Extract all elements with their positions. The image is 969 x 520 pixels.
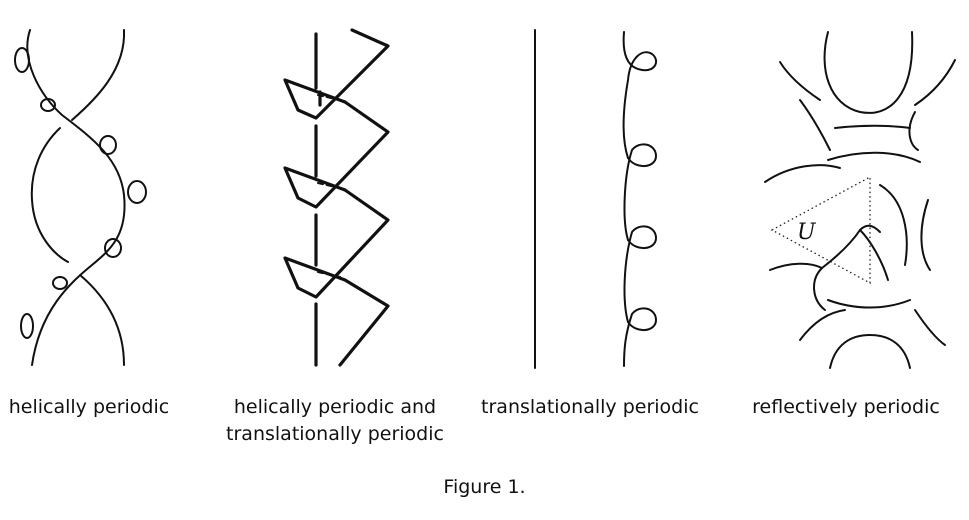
reflective-arc-diagram: U: [764, 31, 956, 369]
panel-label-helically-and-translationally-periodic: helically periodic and translationally p…: [215, 394, 455, 448]
region-label-u: U: [797, 220, 817, 245]
figure-caption: Figure 1.: [443, 476, 526, 498]
helical-knot-diagram: [14, 29, 147, 366]
panel-label-line: translationally periodic: [226, 423, 444, 445]
panel-label-line: reflectively periodic: [752, 396, 940, 418]
panel-label-line: helically periodic and: [233, 396, 437, 418]
panel-label-reflectively-periodic: reflectively periodic: [740, 394, 952, 421]
panel-label-helically-periodic: helically periodic: [0, 394, 178, 421]
panel-label-line: helically periodic: [8, 396, 170, 418]
translational-strand-diagram: [534, 29, 658, 369]
triangle-chain-diagram: [283, 28, 390, 367]
panel-label-translationally-periodic: translationally periodic: [470, 394, 710, 421]
panel-label-line: translationally periodic: [481, 396, 699, 418]
